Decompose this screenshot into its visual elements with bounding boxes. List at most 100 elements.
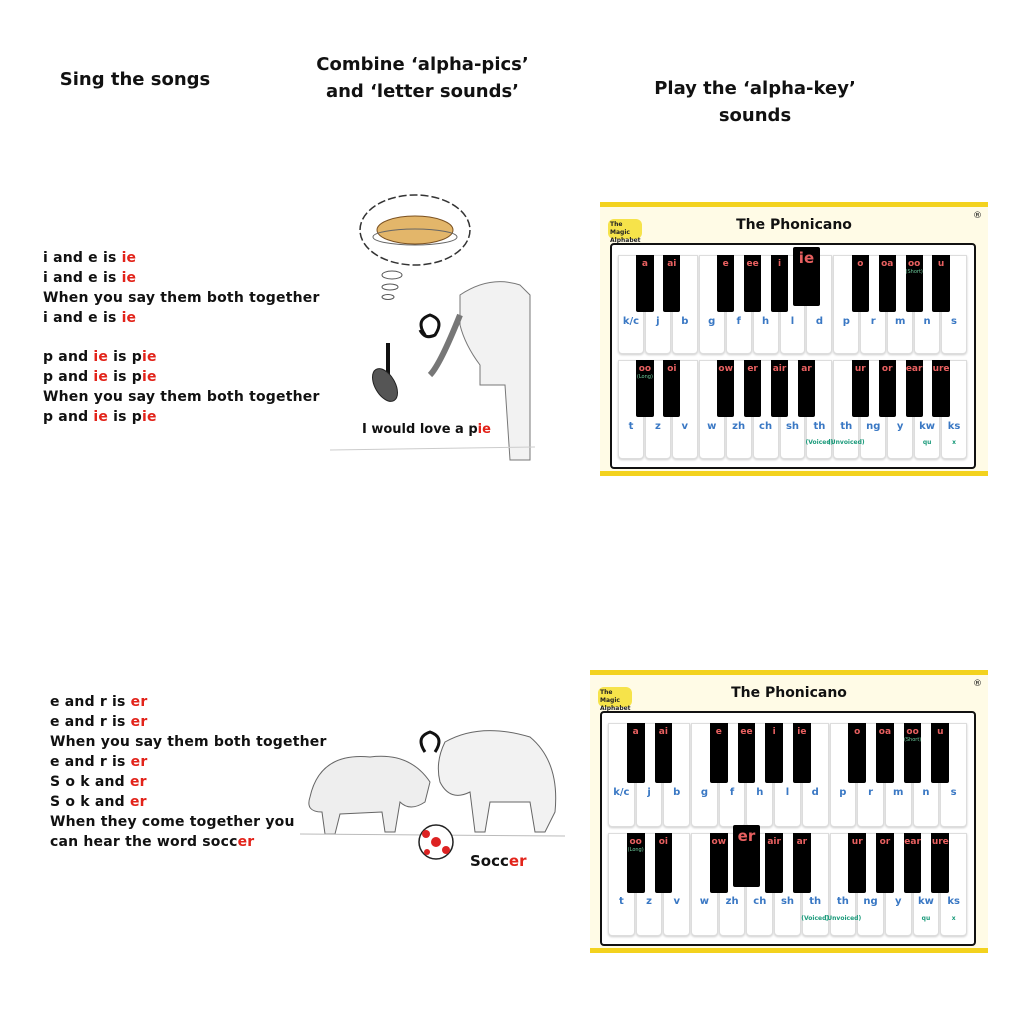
highlighted-key-ie[interactable]: ie [793, 247, 820, 307]
black-key-or[interactable]: or [878, 360, 896, 418]
black-key-air[interactable]: air [765, 832, 783, 893]
key-label: or [879, 836, 891, 847]
black-key-oa[interactable]: oa [878, 255, 896, 313]
key-sublabel: (Voiced) [801, 914, 830, 922]
key-label: sh [780, 896, 795, 908]
key-label: ow [711, 836, 727, 847]
lyric-segment: e and r is [50, 754, 131, 770]
black-key-oo[interactable]: oo(Short) [903, 723, 922, 784]
key-label: t [618, 896, 624, 908]
black-key-a[interactable]: a [636, 255, 654, 313]
black-key-u[interactable]: u [931, 723, 950, 784]
lyric-line: i and e is ie [43, 308, 320, 328]
black-key-u[interactable]: u [932, 255, 950, 313]
key-label: a [632, 727, 639, 737]
key-label: l [790, 316, 795, 328]
key-label: o [854, 727, 861, 737]
lyric-segment: When they come together you [50, 814, 295, 830]
black-key-e[interactable]: e [717, 255, 735, 313]
black-key-ear[interactable]: ear [903, 832, 922, 893]
black-key-oi[interactable]: oi [654, 832, 673, 893]
key-label: kw [918, 896, 934, 908]
highlighted-key-label: ie [798, 249, 815, 267]
key-label: u [937, 727, 944, 737]
key-label: h [756, 786, 764, 798]
caption-text: Socc [470, 852, 509, 870]
pic-caption-pie: I would love a pie [362, 422, 491, 437]
black-key-ie[interactable]: ie [792, 723, 811, 784]
key-label: ee [746, 259, 759, 269]
key-label: j [656, 316, 660, 328]
lyric-line: p and ie is pie [43, 367, 320, 387]
black-key-e[interactable]: e [709, 723, 728, 784]
lyric-segment: i and e is [43, 250, 122, 266]
key-label: m [894, 316, 906, 328]
keyboard-row-top: k/cjbgfhldprmnsaaieeeiieieooaoo(Short)u [618, 247, 968, 354]
black-key-o[interactable]: o [851, 255, 869, 313]
key-label: n [922, 786, 930, 798]
key-label: zh [732, 421, 746, 433]
key-label: d [811, 786, 819, 798]
key-label: kw [919, 421, 936, 433]
key-sublabel: x [952, 438, 956, 446]
lyric-segment: S o k and [50, 794, 130, 810]
black-key-er[interactable]: er [744, 360, 762, 418]
phonicano-title: The Phonicano [736, 217, 852, 233]
header-play: Play the ‘alpha-key’ sounds [654, 78, 856, 126]
highlighted-key-er[interactable]: er [732, 824, 761, 887]
lyric-segment: i and e is [43, 270, 122, 286]
black-key-oi[interactable]: oi [663, 360, 681, 418]
key-label: ng [863, 896, 878, 908]
lyric-line: When you say them both together [50, 732, 327, 752]
lyric-segment: er [237, 834, 255, 850]
keyboard-frame: k/cjbgfhldprmnsaaieeeiieieooaoo(Short)ut… [610, 243, 976, 469]
black-key-ar[interactable]: ar [792, 832, 811, 893]
key-label: g [700, 786, 708, 798]
key-label: oo [638, 364, 652, 374]
black-key-ow[interactable]: ow [717, 360, 735, 418]
alpha-pic-pie-elephant [330, 194, 535, 461]
black-key-ur[interactable]: ur [848, 832, 867, 893]
black-key-ur[interactable]: ur [851, 360, 869, 418]
black-key-ee[interactable]: ee [744, 255, 762, 313]
key-label: th [840, 421, 853, 433]
black-key-ear[interactable]: ear [905, 360, 923, 418]
highlighted-key-label: er [737, 826, 756, 845]
black-key-o[interactable]: o [848, 723, 867, 784]
key-label: e [722, 259, 729, 269]
key-label: f [736, 316, 741, 328]
black-key-i[interactable]: i [770, 255, 789, 313]
black-key-ow[interactable]: ow [709, 832, 728, 893]
black-key-or[interactable]: or [876, 832, 894, 893]
lyric-line: When you say them both together [43, 288, 320, 308]
black-key-oo[interactable]: oo(Long) [626, 832, 645, 893]
black-key-oo[interactable]: oo(Long) [636, 360, 654, 418]
black-key-i[interactable]: i [765, 723, 783, 784]
black-key-ai[interactable]: ai [654, 723, 673, 784]
key-label: j [647, 786, 651, 798]
lyric-segment: S o k and [50, 774, 130, 790]
lyric-segment: ie [93, 349, 109, 365]
black-key-ure[interactable]: ure [931, 832, 950, 893]
key-label: th [813, 421, 826, 433]
key-label: p [842, 316, 850, 328]
alpha-pic-rhino-elephant-soccer [300, 730, 565, 860]
key-label: k/c [622, 316, 640, 328]
black-key-ai[interactable]: ai [663, 255, 681, 313]
lyric-line: When they come together you [50, 812, 327, 832]
black-key-a[interactable]: a [626, 723, 645, 784]
black-key-ar[interactable]: ar [797, 360, 816, 418]
black-key-oo[interactable]: oo(Short) [905, 255, 923, 313]
key-label: ure [932, 364, 950, 374]
black-key-ure[interactable]: ure [932, 360, 950, 418]
black-key-ee[interactable]: ee [737, 723, 756, 784]
black-key-air[interactable]: air [770, 360, 789, 418]
lyric-line: i and e is ie [43, 268, 320, 288]
lyric-segment: ie [142, 409, 157, 425]
black-key-oa[interactable]: oa [876, 723, 894, 784]
